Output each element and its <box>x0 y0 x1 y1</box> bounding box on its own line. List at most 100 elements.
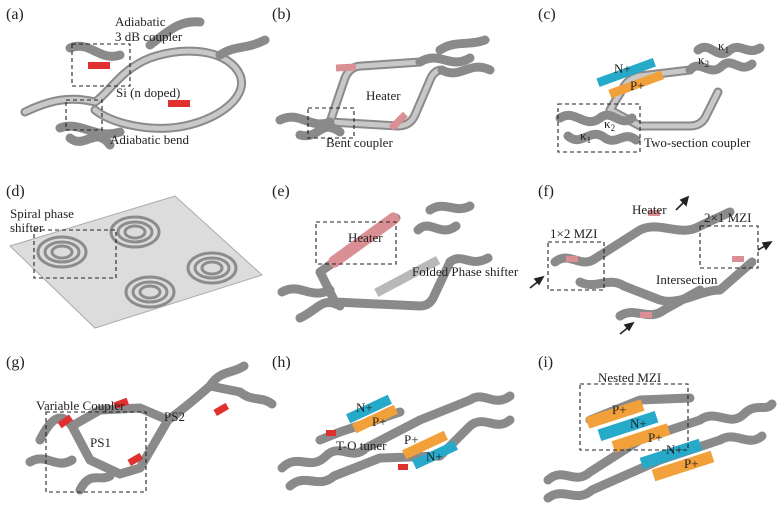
ps-segment-1 <box>57 414 74 429</box>
p-plus-region-2 <box>402 430 448 460</box>
label-ps2: PS2 <box>164 409 185 424</box>
kappa-symbol: κ <box>698 52 705 67</box>
kappa-symbol: κ <box>604 116 611 131</box>
label-adiabatic: Adiabatic <box>115 14 166 29</box>
heater-segment-1 <box>335 63 357 72</box>
panel-a: (a) Adiabatic 3 dB coupler Si (n doped) … <box>6 6 270 150</box>
ps-segment-2 <box>127 452 144 466</box>
label-heater: Heater <box>348 230 383 245</box>
panel-i-tag: (i) <box>538 354 553 371</box>
p-plus-region-2 <box>611 423 671 453</box>
spiral-box <box>33 229 117 279</box>
spiral-group <box>36 215 238 309</box>
label-bent-coupler: Bent coupler <box>326 135 393 150</box>
label-kappa1-bottom: κ1 <box>580 128 591 145</box>
bent-coupler-box <box>307 107 355 139</box>
splitter-box <box>547 241 605 291</box>
p-plus-region-3 <box>651 450 715 482</box>
p-plus-region-1 <box>585 399 645 429</box>
kappa-symbol: κ <box>580 128 587 143</box>
doped-segment-1 <box>88 62 110 69</box>
label-n-plus: N+ <box>614 61 631 76</box>
panel-e: (e) Heater Folded Phase shifter <box>272 183 519 323</box>
coupler-box <box>71 43 131 87</box>
label-n-plus-1: N+ <box>356 400 373 415</box>
io-arrows <box>529 195 773 335</box>
label-p-plus-2: P+ <box>404 432 419 447</box>
p-plus-region-1 <box>352 404 398 434</box>
folded-shifter <box>374 256 441 297</box>
to-tuner-segment-2 <box>398 464 408 470</box>
bend-box <box>65 99 103 131</box>
nested-mzi-box <box>579 383 689 451</box>
two-section-couplers <box>555 42 765 145</box>
panel-f-tag: (f) <box>538 183 554 200</box>
label-ps1: PS1 <box>90 435 111 450</box>
kappa-index: 1 <box>725 45 730 55</box>
label-1x2-mzi: 1×2 MZI <box>550 226 597 241</box>
label-n-plus-2: N+ <box>426 449 443 464</box>
panel-a-tag: (a) <box>6 6 24 23</box>
kappa-symbol: κ <box>718 38 725 53</box>
ring-waveguide-top <box>22 48 245 131</box>
doped-segment-2 <box>168 100 190 107</box>
label-folded-phase-shifter: Folded Phase shifter <box>412 264 519 279</box>
label-kappa1-top: κ1 <box>718 38 729 55</box>
label-p-plus-1: P+ <box>372 414 387 429</box>
label-n-plus-2: N+ <box>666 442 683 457</box>
coupler-arms <box>275 35 495 141</box>
heater-4 <box>640 312 652 318</box>
combiner-box <box>699 225 759 269</box>
panel-b: (b) Heater Bent coupler <box>272 6 495 150</box>
heater-strip <box>328 212 400 268</box>
heater-2 <box>648 210 660 216</box>
n-plus-region-2 <box>639 438 703 470</box>
label-intersection: Intersection <box>656 272 718 287</box>
waveguide-network <box>543 393 777 503</box>
panel-h: (h) N+ P+ T-O tuner P+ N+ <box>272 354 515 491</box>
panel-i: (i) Nested MZI P+ N+ P+ N+ P+ <box>538 354 777 503</box>
label-adiabatic-bend: Adiabatic bend <box>110 132 190 147</box>
panel-b-tag: (b) <box>272 6 291 23</box>
n-plus-region-2 <box>412 440 458 470</box>
kappa-index: 2 <box>611 123 616 133</box>
label-two-section-coupler: Two-section coupler <box>644 135 751 150</box>
p-plus-region <box>608 70 665 99</box>
heater-box <box>315 221 397 265</box>
label-n-plus-1: N+ <box>630 416 647 431</box>
label-kappa2-bottom: κ2 <box>604 116 615 133</box>
label-heater: Heater <box>366 88 401 103</box>
panel-g: (g) Variable Coupler PS1 PS2 <box>6 354 277 495</box>
heater-segment-2 <box>388 111 408 131</box>
panel-f: (f) Heater 2×1 MZI 1×2 MZI Intersection <box>529 183 773 335</box>
panel-c-tag: (c) <box>538 6 556 23</box>
coupler-arms <box>65 17 270 61</box>
panel-d-tag: (d) <box>6 183 25 200</box>
panel-h-tag: (h) <box>272 354 291 371</box>
label-shifter: shifter <box>10 220 44 235</box>
variable-coupler-box <box>45 411 147 493</box>
n-plus-region-1 <box>597 411 659 441</box>
panel-d: (d) Spiral phase shifter <box>6 183 263 329</box>
chip-substrate <box>9 195 263 329</box>
label-3db-coupler: 3 dB coupler <box>115 29 183 44</box>
kappa-index: 1 <box>587 135 592 145</box>
label-p-plus-1: P+ <box>612 402 627 417</box>
label-p-plus-3: P+ <box>684 456 699 471</box>
coupler-arms <box>277 201 493 323</box>
label-si-doped: Si (n doped) <box>116 85 180 100</box>
label-variable-coupler: Variable Coupler <box>36 398 125 413</box>
waveguide-network <box>277 391 515 491</box>
label-p-plus-2: P+ <box>648 430 663 445</box>
n-plus-region <box>596 57 656 87</box>
panel-e-tag: (e) <box>272 183 290 200</box>
waveguide-network <box>25 361 277 495</box>
ps-segment-4 <box>213 402 230 416</box>
label-p-plus: P+ <box>630 78 645 93</box>
label-to-tuner: T-O tuner <box>336 438 387 453</box>
label-spiral-phase: Spiral phase <box>10 206 74 221</box>
panel-g-tag: (g) <box>6 354 25 371</box>
label-heater: Heater <box>632 202 667 217</box>
